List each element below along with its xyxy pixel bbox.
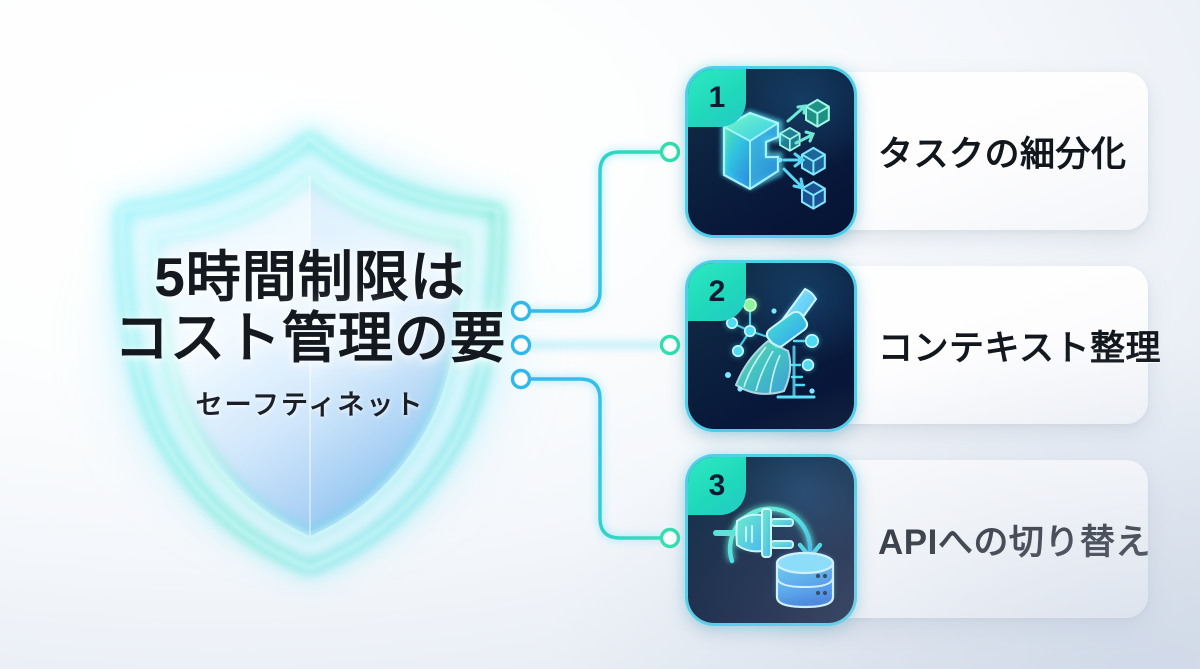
- step-label-1: タスクの細分化: [878, 134, 1127, 174]
- step-row-2[interactable]: コンテキスト整理: [688, 263, 1160, 429]
- step-row-3[interactable]: APIへの切り替え: [688, 457, 1150, 623]
- end-dot-3: [659, 527, 681, 549]
- step-row-1[interactable]: タスクの細分化: [688, 69, 1148, 235]
- end-dot-1: [659, 141, 681, 163]
- step-icon-tile-3: 3: [688, 457, 854, 623]
- step-icon-tile-1: 1: [688, 69, 854, 235]
- step-list: タスクの細分化: [688, 0, 1200, 669]
- broom-cleanup-nodes-icon: [688, 263, 854, 429]
- plug-database-switch-icon: [688, 457, 854, 623]
- step-number-badge-1: 1: [688, 69, 746, 127]
- step-number-badge-2: 2: [688, 263, 746, 321]
- step-number-badge-3: 3: [688, 457, 746, 515]
- step-label-2: コンテキスト整理: [878, 328, 1161, 368]
- end-dot-2: [659, 334, 681, 356]
- block-split-into-cubes-icon: [688, 69, 854, 235]
- step-label-3: APIへの切り替え: [878, 522, 1151, 562]
- step-icon-tile-2: 2: [688, 263, 854, 429]
- shield-emblem: [60, 110, 560, 577]
